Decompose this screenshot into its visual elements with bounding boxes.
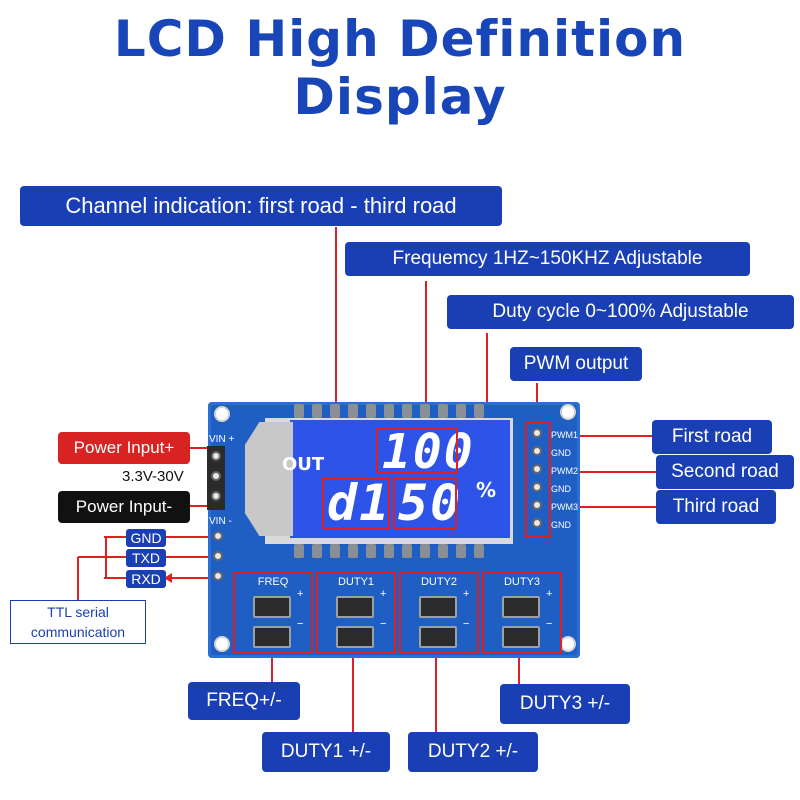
duty2-minus-mark: − [463, 618, 470, 630]
pwm-output-label: PWM output [510, 347, 642, 381]
duty3-plus-button[interactable] [502, 596, 540, 618]
ttl-serial-label: TTL serial communication [10, 600, 146, 644]
duty2-minus-button[interactable] [419, 626, 457, 648]
pwm-pin [532, 518, 542, 528]
rxd-pin-label: RXD [126, 570, 166, 588]
serial-pin [213, 551, 223, 561]
gnd1-text: GND [551, 448, 571, 458]
power-input-plus-label: Power Input+ [58, 432, 190, 464]
pwm2-text: PWM2 [551, 466, 578, 476]
first-road-label: First road [652, 420, 772, 454]
vin-plus-text: VIN + [209, 434, 235, 445]
pwm-pin [532, 500, 542, 510]
vin-minus-text: VIN - [209, 516, 232, 527]
voltage-range-text: 3.3V-30V [122, 468, 184, 485]
duty3-minus-button[interactable] [502, 626, 540, 648]
freq-minus-mark: − [297, 618, 304, 630]
pwm-pin [532, 446, 542, 456]
duty3-buttons-label: DUTY3 +/- [500, 684, 630, 724]
third-road-label: Third road [656, 490, 776, 524]
pwm-pin [532, 482, 542, 492]
mount-hole-bottom-right [560, 636, 576, 652]
duty2-plus-button[interactable] [419, 596, 457, 618]
gnd2-text: GND [551, 484, 571, 494]
second-road-label: Second road [656, 455, 794, 489]
power-pin [211, 471, 221, 481]
duty3-minus-mark: − [546, 618, 553, 630]
txd-pin-label: TXD [126, 549, 166, 567]
freq-group-title: FREQ [257, 576, 289, 588]
freq-plus-button[interactable] [253, 596, 291, 618]
frequency-highlight [376, 428, 458, 474]
ttl-line-1: TTL serial [47, 604, 109, 620]
duty1-group-title: DUTY1 [337, 576, 375, 588]
duty1-plus-mark: + [380, 588, 387, 600]
mount-hole-bottom-left [214, 636, 230, 652]
power-pin [211, 451, 221, 461]
mount-hole-top-left [214, 406, 230, 422]
freq-buttons-label: FREQ+/- [188, 682, 300, 720]
duty1-button-group: DUTY1 + − [316, 572, 396, 654]
duty1-buttons-label: DUTY1 +/- [262, 732, 390, 772]
duty-highlight [393, 478, 457, 530]
power-input-minus-label: Power Input- [58, 491, 190, 523]
ttl-line-2: communication [30, 624, 126, 640]
page-title: LCD High Definition Display [113, 10, 687, 126]
gnd-pin-label: GND [126, 529, 166, 547]
pwm3-text: PWM3 [551, 502, 578, 512]
power-pin [211, 491, 221, 501]
duty2-button-group: DUTY2 + − [399, 572, 479, 654]
pwm-header-highlight [525, 422, 551, 538]
lcd-bezel [245, 422, 293, 536]
gnd3-text: GND [551, 520, 571, 530]
lcd-out-text: OUT [282, 454, 325, 475]
lcd-channel-value: d1 [327, 474, 392, 532]
pwm-pin [532, 428, 542, 438]
duty2-group-title: DUTY2 [420, 576, 458, 588]
duty1-minus-button[interactable] [336, 626, 374, 648]
duty3-plus-mark: + [546, 588, 553, 600]
lcd-duty-value: 50 [398, 474, 463, 532]
channel-highlight [322, 478, 390, 530]
freq-minus-button[interactable] [253, 626, 291, 648]
serial-pin [213, 531, 223, 541]
serial-pin [213, 571, 223, 581]
duty2-plus-mark: + [463, 588, 470, 600]
channel-indication-label: Channel indication: first road - third r… [20, 186, 502, 226]
duty1-minus-mark: − [380, 618, 387, 630]
pwm-pin [532, 464, 542, 474]
duty2-buttons-label: DUTY2 +/- [408, 732, 538, 772]
freq-plus-mark: + [297, 588, 304, 600]
freq-button-group: FREQ + − [233, 572, 313, 654]
duty3-button-group: DUTY3 + − [482, 572, 562, 654]
duty1-plus-button[interactable] [336, 596, 374, 618]
duty-cycle-label: Duty cycle 0~100% Adjustable [447, 295, 794, 329]
pwm1-text: PWM1 [551, 430, 578, 440]
mount-hole-top-right [560, 404, 576, 420]
frequency-label: Frequemcy 1HZ~150KHZ Adjustable [345, 242, 750, 276]
duty3-group-title: DUTY3 [503, 576, 541, 588]
lcd-percent-symbol: % [476, 478, 497, 502]
